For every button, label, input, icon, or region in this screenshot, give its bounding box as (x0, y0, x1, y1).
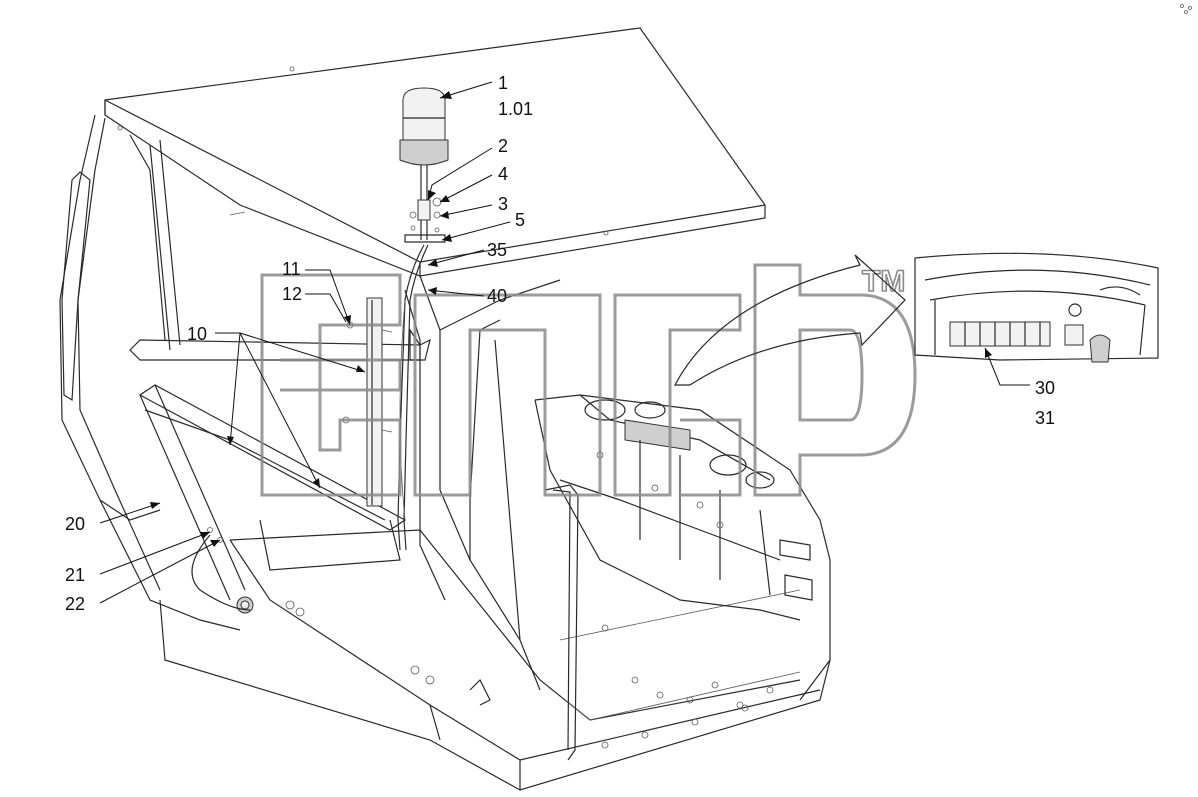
corner-marks (1180, 4, 1192, 14)
callout-3: 3 (498, 194, 508, 214)
callout-12: 12 (282, 284, 302, 304)
callout-1: 1 (498, 73, 508, 93)
interior-strip (342, 297, 393, 507)
cab-roof (104, 27, 766, 277)
front-dashboard (534, 394, 831, 701)
callout-labels: 1 1.01 2 4 3 5 35 40 11 12 10 20 21 22 3… (65, 73, 1055, 614)
callout-10: 10 (187, 324, 207, 344)
cab-left-frame (59, 114, 241, 631)
callout-20: 20 (65, 514, 85, 534)
mount-hardware (404, 197, 446, 243)
wire-harness (397, 244, 429, 551)
watermark-logo: TM (260, 263, 917, 497)
beacon-lamp (399, 87, 449, 240)
callout-1-01: 1.01 (498, 99, 533, 119)
handrail (469, 484, 579, 761)
callout-30: 30 (1035, 378, 1055, 398)
leader-lines (99, 81, 1030, 604)
callout-31: 31 (1035, 408, 1055, 428)
callout-4: 4 (498, 164, 508, 184)
callout-2: 2 (498, 136, 508, 156)
inset-dashboard (914, 252, 1159, 363)
callout-21: 21 (65, 565, 85, 585)
callout-22: 22 (65, 594, 85, 614)
inset-arrow (674, 254, 906, 386)
callout-11: 11 (282, 259, 301, 279)
callout-5: 5 (515, 210, 525, 230)
fuse-block (949, 321, 1051, 347)
callout-35: 35 (487, 240, 507, 260)
cab-right-post (404, 275, 561, 691)
cab-floor (159, 519, 831, 791)
callout-40: 40 (487, 286, 507, 306)
